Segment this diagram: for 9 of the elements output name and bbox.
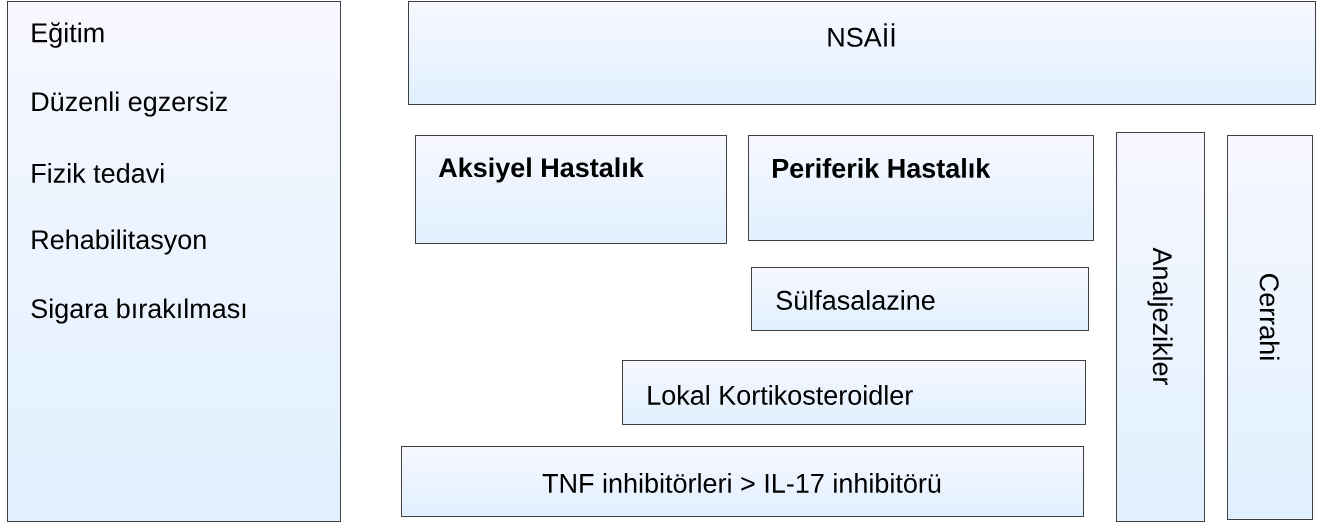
treatment-column: Cerrahi xyxy=(1227,135,1313,520)
treatment-box: TNF inhibitörleri > IL-17 inhibitörü xyxy=(401,446,1084,517)
disease-box: Periferik Hastalık xyxy=(748,135,1094,241)
treatment-band: NSAİİ xyxy=(408,1,1316,105)
treatment-column: Analjezikler xyxy=(1116,132,1205,522)
disease-box: Aksiyel Hastalık xyxy=(415,135,727,244)
measures-panel: Eğitim Düzenli egzersiz Fizik tedavi Rehabilitasyon Sigara bırakılması xyxy=(7,1,341,522)
treatment-box: Sülfasalazine xyxy=(751,267,1089,331)
treatment-box: Lokal Kortikosteroidler xyxy=(622,360,1086,425)
